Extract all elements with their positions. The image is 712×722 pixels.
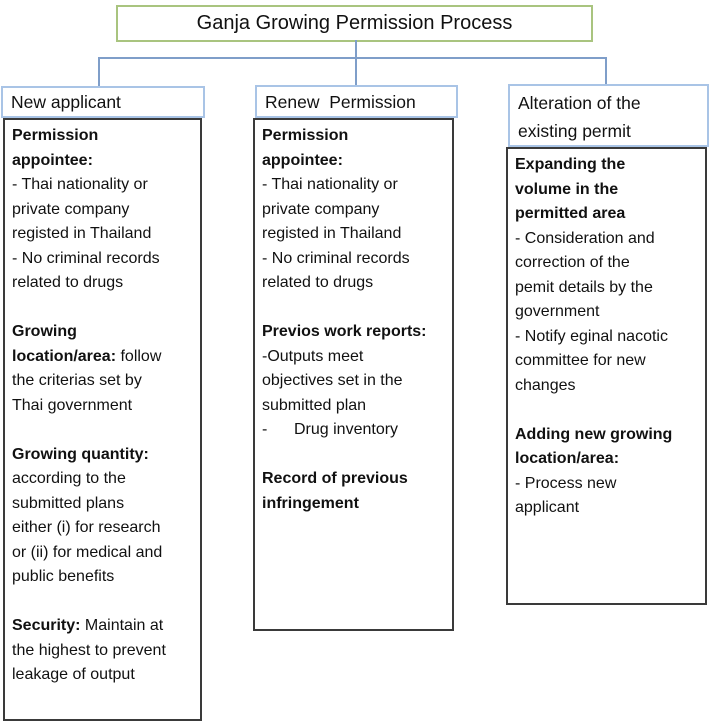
column-header-label: New applicant (11, 92, 121, 112)
text-run-bold: Growing quantity: (12, 445, 149, 463)
column-body-new-applicant: Permission appointee: - Thai nationality… (3, 118, 202, 721)
column-header-label: Alteration of the existing permit (518, 93, 641, 141)
diagram-title: Ganja Growing Permission Process (196, 12, 513, 34)
column-header-new-applicant: New applicant (1, 86, 205, 118)
column-header-renew-permission: Renew Permission (255, 85, 458, 118)
text-run-bold: Previos work reports: (262, 323, 427, 340)
column-body-renew-permission: Permission appointee: - Thai nationality… (253, 118, 454, 631)
text-run: - Thai nationality or private company re… (262, 176, 410, 291)
text-run: - Process new applicant (515, 474, 617, 516)
text-run-bold: Permission appointee: (262, 127, 349, 169)
connector-drop-center (355, 57, 357, 86)
connector-drop-right (605, 57, 607, 85)
text-run-bold: Adding new growing location/area: (515, 425, 673, 468)
column-header-label: Renew Permission (265, 91, 416, 112)
text-run-bold: Expanding the volume in the permitted ar… (515, 156, 626, 222)
connector-title-stem (355, 40, 357, 58)
text-run-bold: Growing location/area: (12, 323, 117, 365)
text-run: according to the submitted plans either … (12, 470, 163, 585)
text-run: follow the criterias set by Thai governm… (12, 347, 162, 414)
text-run-bold: Permission appointee: (12, 127, 99, 169)
connector-horizontal-bar (98, 57, 607, 59)
text-run: - Thai nationality or private company re… (12, 176, 160, 291)
title-box: Ganja Growing Permission Process (116, 5, 593, 42)
text-run-bold: Security: (12, 617, 81, 634)
text-run: Maintain at the highest to prevent leaka… (12, 617, 166, 683)
column-body-alteration-existing-permit: Expanding the volume in the permitted ar… (506, 147, 707, 605)
column-header-alteration-existing-permit: Alteration of the existing permit (508, 84, 709, 147)
connector-drop-left (98, 57, 100, 87)
text-run-bold: Record of previous infringement (262, 470, 408, 512)
text-run: - Consideration and correction of the pe… (515, 229, 668, 394)
text-run: -Outputs meet objectives set in the subm… (262, 347, 403, 438)
